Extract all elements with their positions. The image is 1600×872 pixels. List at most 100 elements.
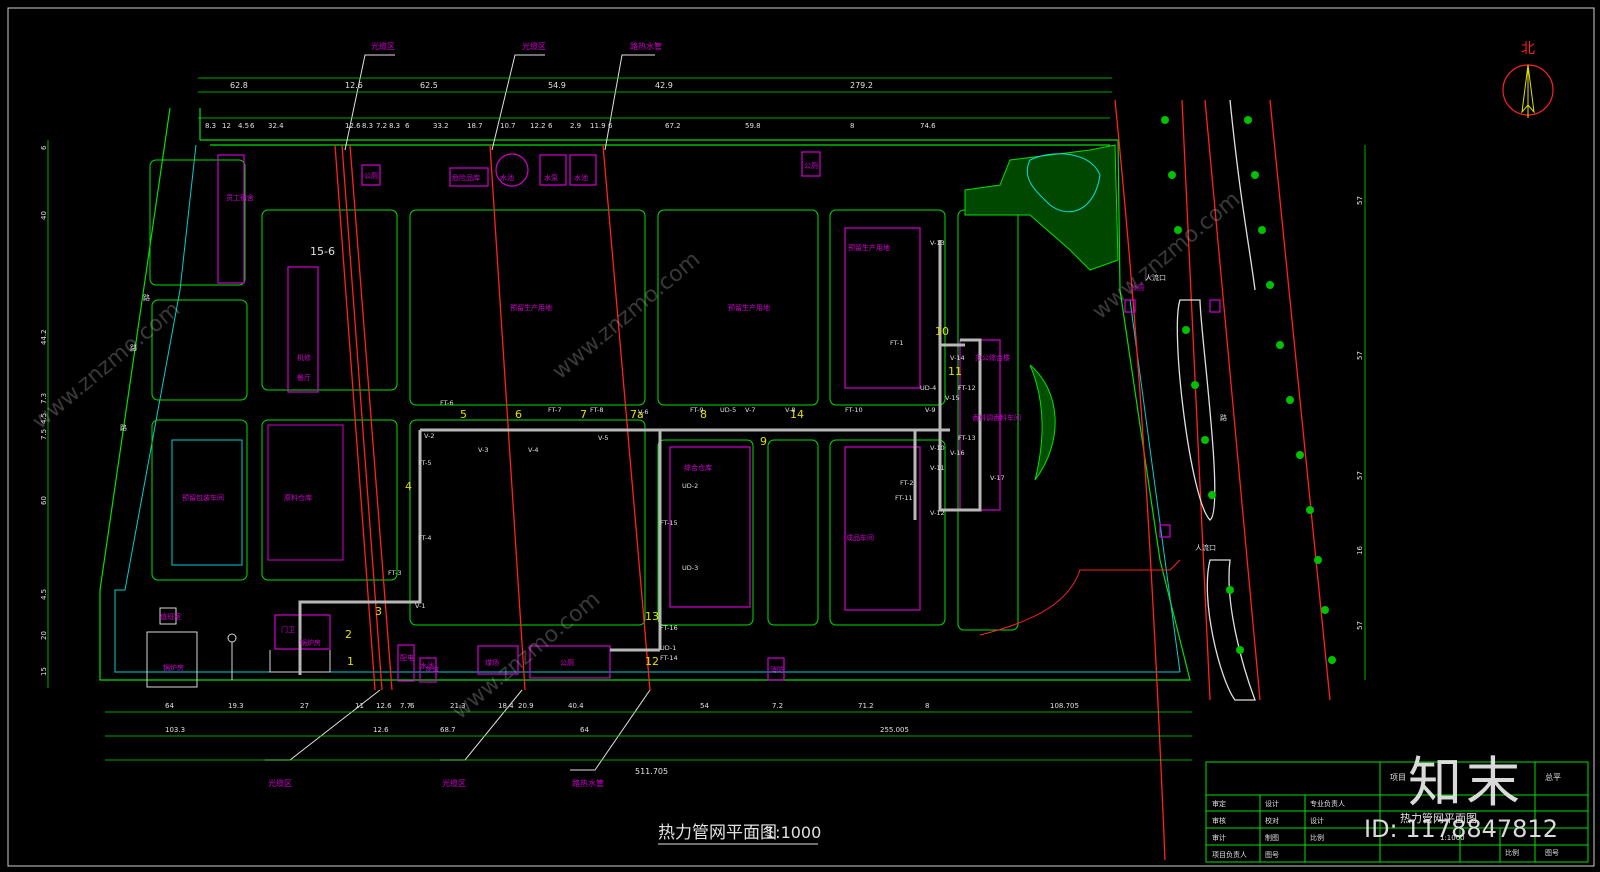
title-block-drawing-name: 热力管网平面图 <box>1400 811 1477 825</box>
section-mark: 11 <box>948 365 962 378</box>
building-label: 危险品库 <box>452 173 480 182</box>
dim-left-label: 7.5 <box>40 429 48 440</box>
dim-bottom-label: 18.4 <box>498 702 514 710</box>
dim-bottom-label: 108.705 <box>1050 702 1079 710</box>
north-label: 北 <box>1521 41 1535 57</box>
section-mark: 15-6 <box>310 245 335 258</box>
building-label: 综合仓库 <box>684 463 712 472</box>
tree-mark <box>1236 646 1244 654</box>
title-block <box>1205 761 1589 863</box>
pipe-tag: FT-14 <box>660 654 678 662</box>
dim-top2-label: 8 <box>850 122 854 130</box>
section-mark: 5 <box>460 408 467 421</box>
building-label: 公厕 <box>1130 284 1144 292</box>
pipe-tag: V-5 <box>598 434 609 442</box>
tree-mark <box>1182 326 1190 334</box>
dim-top2-label: 18.7 <box>467 122 483 130</box>
title-block-cell: 设计 <box>1310 816 1324 825</box>
pipe-tag: FT-6 <box>440 399 453 407</box>
dim-left-label: 15 <box>40 667 48 676</box>
building-label: 员工宿舍 <box>226 193 254 202</box>
dim-top2-label: 6 <box>250 122 255 130</box>
pipe-tag: V-10 <box>930 444 945 452</box>
title-block-col: 图号 <box>1545 849 1559 857</box>
dim-bottom-label: 12.6 <box>376 702 392 710</box>
dim-top2-label: 8.3 <box>389 122 400 130</box>
title-block-cell: 专业负责人 <box>1310 799 1345 808</box>
pipe-tag: FT-9 <box>690 406 703 414</box>
watermark-logo: 知末 <box>1408 751 1524 814</box>
pipe-tag: FT-8 <box>590 406 603 414</box>
section-mark: 1 <box>347 655 354 668</box>
callout-bottom: 路热水管 <box>572 778 604 788</box>
building-label: 公厕 <box>560 659 574 667</box>
dim-top2-label: 7.2 <box>376 122 387 130</box>
pipe-tag: FT-5 <box>418 459 431 467</box>
pipe-tag: V-2 <box>424 432 435 440</box>
section-mark: 8 <box>700 408 707 421</box>
pipe-tag: V-12 <box>930 509 945 517</box>
building-label: 锅炉房 <box>300 638 321 647</box>
building-label: 公厕 <box>364 172 378 180</box>
dim-top2-label: 11.9 <box>590 122 606 130</box>
dim-bottom-label: 71.2 <box>858 702 874 710</box>
title-block-cell: 图号 <box>1265 851 1279 859</box>
title-block-cell: 制图 <box>1265 833 1279 842</box>
landscape <box>964 144 1119 481</box>
pipe-tag: V-9 <box>925 406 936 414</box>
dim-top-label: 62.8 <box>230 81 248 90</box>
dim-top2-label: 59.8 <box>745 122 761 130</box>
dim-bottom-label: 64 <box>165 702 174 710</box>
buildings-layer <box>217 151 1221 683</box>
title-block-cell: 设计 <box>1265 799 1279 808</box>
dim-bottom2-label: 12.6 <box>373 726 389 734</box>
building-label: 水池 <box>420 661 434 670</box>
dim-top2-label: 67.2 <box>665 122 681 130</box>
title-block-cell: 项目负责人 <box>1212 850 1247 859</box>
road-label: 路 <box>143 293 150 302</box>
tree-mark <box>1314 556 1322 564</box>
section-mark: 3 <box>375 605 382 618</box>
dim-top2-label: 12.2 <box>530 122 546 130</box>
dim-right-label: 57 <box>1356 196 1364 205</box>
tree-mark <box>1174 226 1182 234</box>
pipe-tag: V-14 <box>950 354 965 362</box>
pipe-tag: FT-13 <box>958 434 976 442</box>
pipe-tag: FT-4 <box>418 534 431 542</box>
dim-bottom2-label: 68.7 <box>440 726 456 734</box>
title-block-cell: 审计 <box>1212 833 1226 842</box>
title-block-cell: 审定 <box>1212 799 1226 808</box>
building-label: 餐厅 <box>297 373 311 382</box>
dim-right-label: 57 <box>1356 621 1364 630</box>
pipe-tag: FT-10 <box>845 406 863 414</box>
dim-top-label: 42.9 <box>655 81 673 90</box>
pipe-tag: FT-12 <box>958 384 976 392</box>
dim-bottom-label: 19.3 <box>228 702 244 710</box>
building-label: 原料仓库 <box>284 493 312 502</box>
dim-top2-label: 6 <box>405 122 410 130</box>
tree-mark <box>1161 116 1169 124</box>
dim-top2-label: 12 <box>222 122 231 130</box>
dim-top2-label: 6 <box>548 122 553 130</box>
dim-left-label: 4.5 <box>40 589 48 600</box>
dim-left-label: 20 <box>40 631 48 640</box>
entrance-label: 人流口 <box>1145 273 1166 282</box>
gate-curves <box>979 559 1181 636</box>
tree-mark <box>1201 436 1209 444</box>
dim-bottom-label: 11 <box>355 702 364 710</box>
section-mark: 10 <box>935 325 949 338</box>
callout-bottom: 光缆区 <box>442 778 466 788</box>
building-label: 灰渣 <box>425 665 439 674</box>
dim-bottom-label: 20.9 <box>518 702 534 710</box>
pipe-tag: V-4 <box>528 446 539 454</box>
entrance-label: 人流口 <box>1195 543 1216 552</box>
red-cable-lines <box>334 144 651 691</box>
dim-bottom2-label: 103.3 <box>165 726 185 734</box>
building-label: 预留生产用地 <box>728 303 770 312</box>
pipe-tag: FT-7 <box>548 406 561 414</box>
dim-top2-label: 33.2 <box>433 122 449 130</box>
tree-mark <box>1258 226 1266 234</box>
